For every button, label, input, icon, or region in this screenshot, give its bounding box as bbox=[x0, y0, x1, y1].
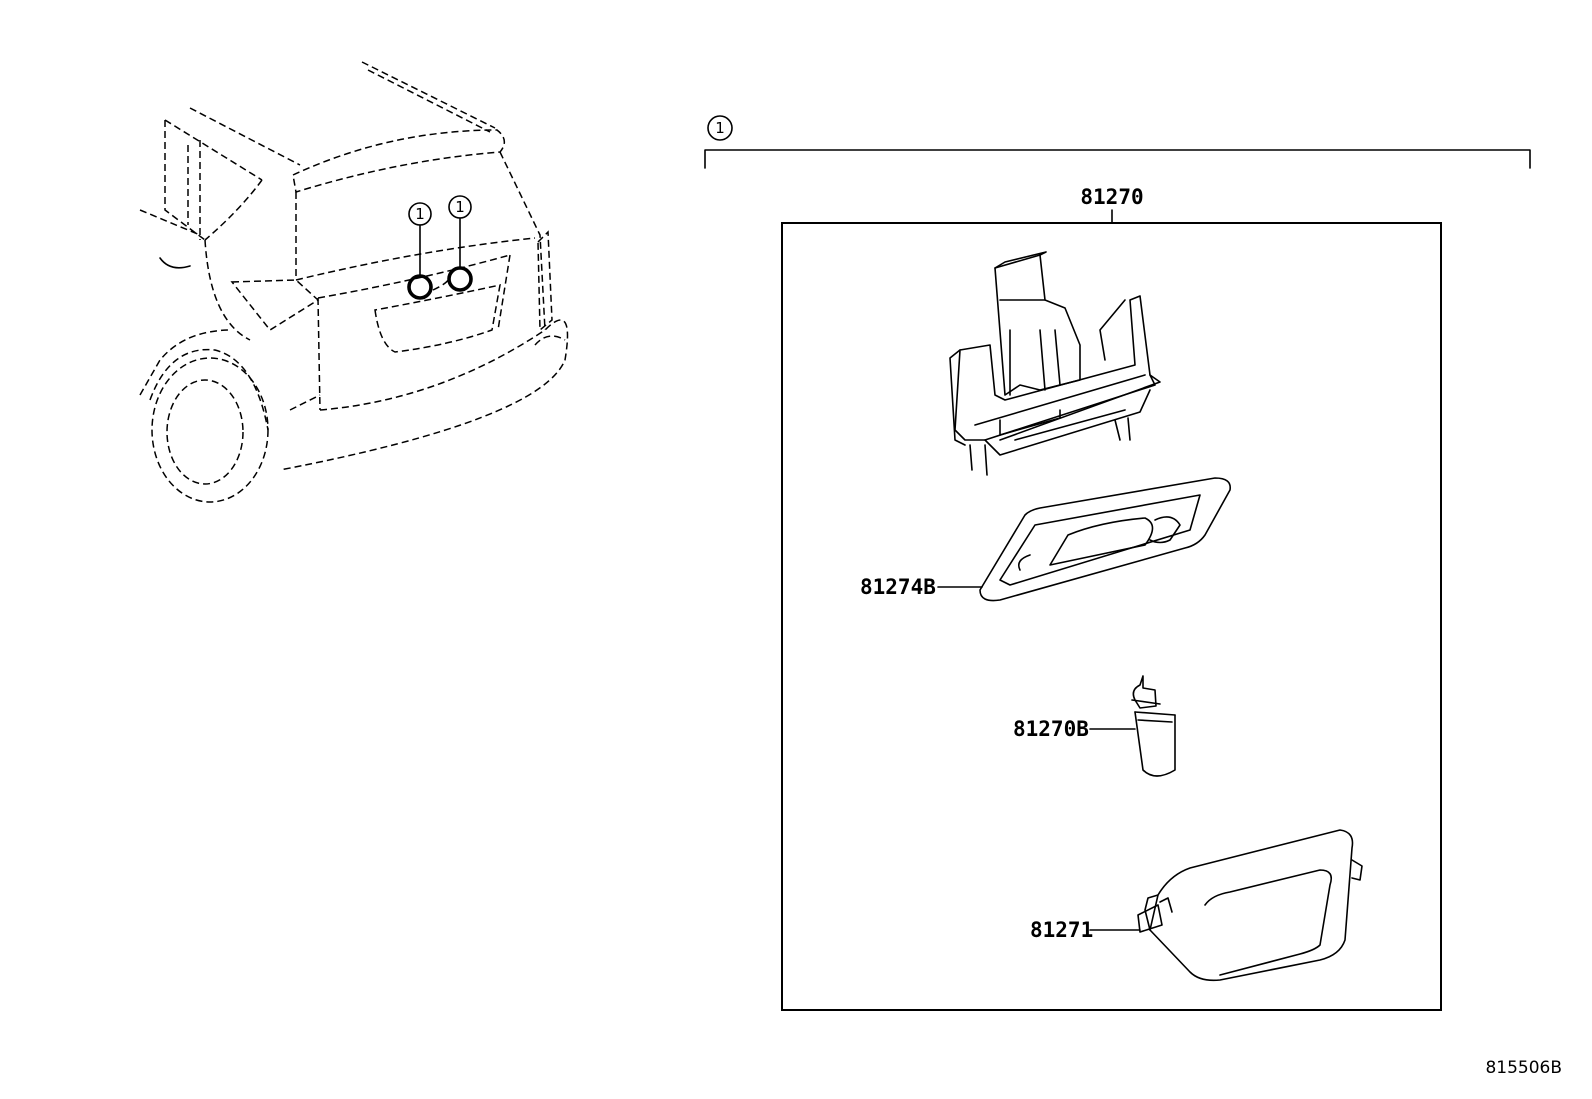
assembly-box bbox=[781, 222, 1442, 1011]
bulb-drawing bbox=[1131, 675, 1176, 777]
lamp-housing-drawing bbox=[949, 251, 1161, 476]
callout-marker-right: 1 bbox=[448, 195, 472, 219]
part-label-lens: 81274B bbox=[860, 575, 936, 599]
group-callout-number: 1 bbox=[715, 119, 725, 137]
lens-drawing bbox=[979, 477, 1232, 602]
callout-marker-left: 1 bbox=[408, 202, 432, 226]
svg-text:1: 1 bbox=[455, 198, 465, 216]
cover-drawing bbox=[1137, 829, 1363, 982]
vehicle-rear-illustration bbox=[139, 61, 569, 503]
license-lamp-location-left bbox=[407, 274, 433, 300]
svg-text:1: 1 bbox=[415, 205, 425, 223]
part-label-bulb: 81270B bbox=[1013, 717, 1089, 741]
group-bracket: 1 bbox=[704, 115, 1531, 169]
group-callout-circle bbox=[707, 115, 733, 141]
part-label-assembly: 81270 bbox=[1080, 185, 1143, 209]
part-label-cover: 81271 bbox=[1030, 918, 1093, 942]
license-lamp-location-right bbox=[447, 266, 473, 292]
diagram-id: 815506B bbox=[1485, 1058, 1562, 1078]
